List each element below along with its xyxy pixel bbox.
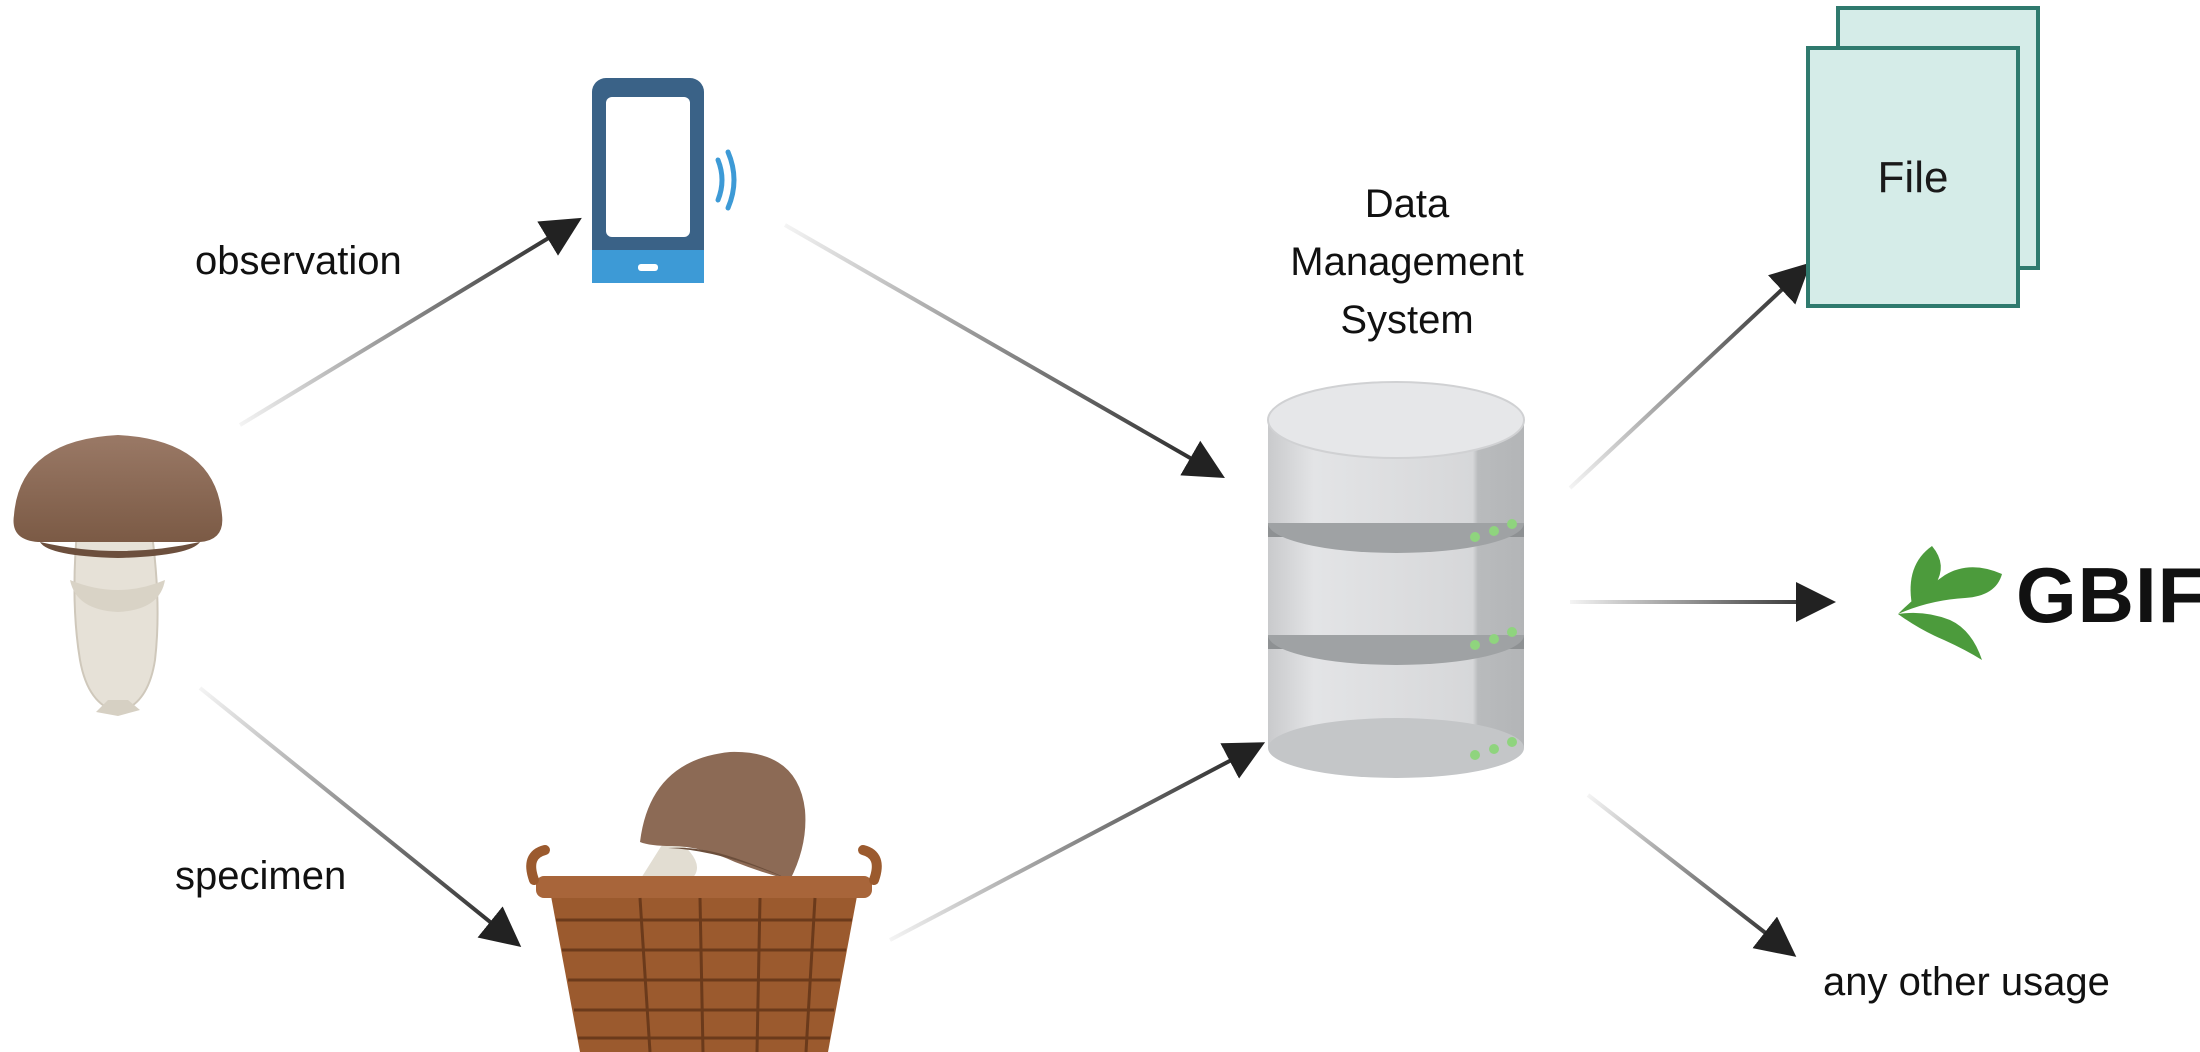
other-usage-label: any other usage [1823,960,2110,1004]
mushroom-icon [13,435,223,716]
arrow-source-to-phone [238,217,582,427]
arrow-database-to-file [1568,262,1811,490]
observation-label: observation [195,239,402,283]
gbif-label: GBIF [2016,551,2200,639]
specimen-label: specimen [175,854,347,898]
basket-with-mushroom-icon [526,751,882,1052]
arrow-source-to-basket [198,686,522,948]
dms-label-line-3: System [1340,298,1474,342]
dms-label-line-2: Management [1290,240,1524,284]
file-label: File [1877,153,1949,202]
file-stack-icon [1806,6,2040,308]
arrow-database-to-other-usage [1586,793,1797,957]
database-icon [1267,381,1525,778]
arrow-basket-to-database [889,742,1266,942]
gbif-leaf-logo [1898,546,2002,660]
arrow-phone-to-database [784,223,1225,478]
smartphone-icon [592,78,737,283]
dms-label-line-1: Data [1364,182,1450,226]
data-management-system-label: Data Management System [1227,175,1587,349]
